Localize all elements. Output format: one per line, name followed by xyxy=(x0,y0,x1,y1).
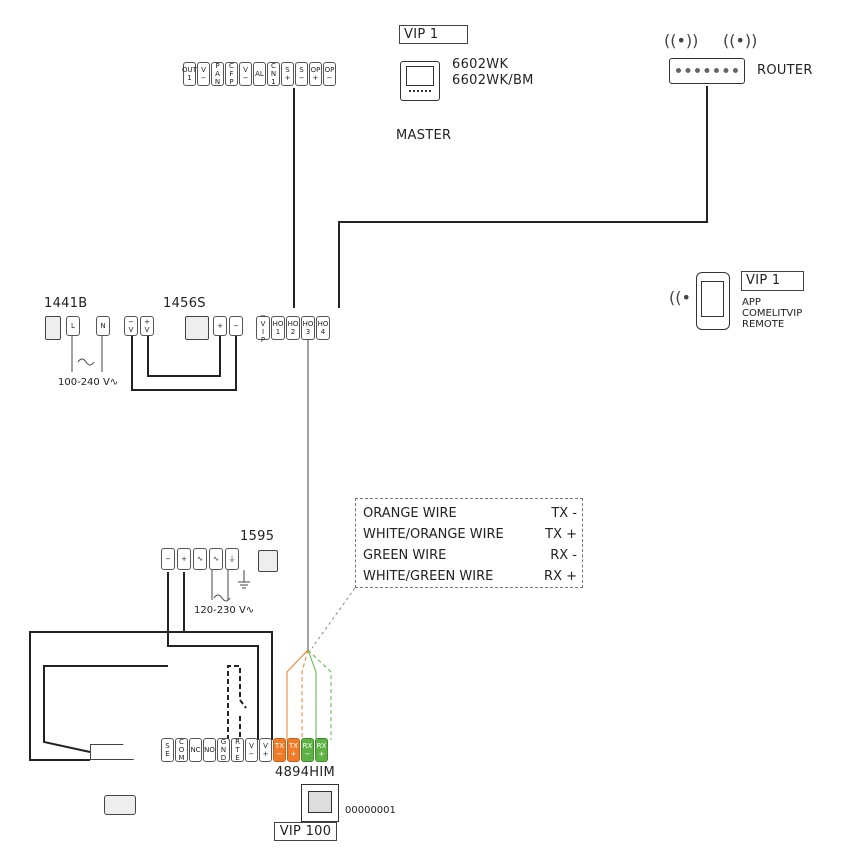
door-unit-label: 4894HIM xyxy=(275,765,336,780)
psu-1456s-icon xyxy=(185,316,209,340)
wire-lock-1 xyxy=(29,631,184,761)
door-badge: VIP 100 xyxy=(274,822,337,841)
master-model-1: 6602WK xyxy=(452,57,509,72)
terminal: C N 1 xyxy=(267,62,280,86)
terminal: HO 3 xyxy=(301,316,315,340)
terminal: RX − xyxy=(301,738,314,762)
terminal: V − xyxy=(245,738,258,762)
terminal: HO 2 xyxy=(286,316,300,340)
wire-orange xyxy=(286,649,309,740)
terminal: V − xyxy=(197,62,210,86)
terminal: R T E xyxy=(231,738,244,762)
smartphone-icon xyxy=(696,272,730,330)
wire-door-minus xyxy=(167,572,259,740)
terminal: RX + xyxy=(315,738,328,762)
monitor-icon xyxy=(400,61,440,101)
app-line-3: REMOTE xyxy=(742,319,785,330)
supply-main-label: 100-240 V∿ xyxy=(58,377,119,388)
terminal: ∿ xyxy=(209,548,223,570)
psu-1441b-label: 1441B xyxy=(44,296,88,311)
router-label: ROUTER xyxy=(757,63,813,78)
rte-button-wire xyxy=(227,665,247,740)
terminal: OP − xyxy=(323,62,336,86)
terminal: ⏚ xyxy=(225,548,239,570)
terminal: S + xyxy=(281,62,294,86)
router-icon xyxy=(669,58,745,84)
door-panel-icon xyxy=(301,784,339,822)
terminal: C O M xyxy=(175,738,188,762)
terminal: ∿ xyxy=(193,548,207,570)
wire-door-plus xyxy=(183,572,273,740)
terminal: TX + xyxy=(287,738,300,762)
ac-supply-main xyxy=(71,336,103,372)
terminal: NO xyxy=(203,738,216,762)
terminal: − xyxy=(161,548,175,570)
supply-1595-label: 120-230 V∿ xyxy=(194,605,255,616)
master-model-2: 6602WK/BM xyxy=(452,73,534,88)
terminal: N xyxy=(96,316,110,336)
terminal: S − xyxy=(295,62,308,86)
terminal: − xyxy=(229,316,243,336)
app-line-2: COMELITVIP xyxy=(742,308,803,319)
terminal: OUT 1 xyxy=(182,62,197,86)
terminal: − V xyxy=(124,316,138,336)
ac-supply-1595 xyxy=(211,570,231,602)
wire-router-hub xyxy=(338,86,708,308)
wifi-antenna-icon: ((•)) xyxy=(723,31,758,50)
wire-psu-loop-inner xyxy=(147,336,221,377)
app-badge: VIP 1 xyxy=(741,271,804,291)
terminal: C F P xyxy=(225,62,238,86)
terminal: HO 1 xyxy=(271,316,285,340)
wire-green xyxy=(307,649,317,740)
psu-1441b-icon xyxy=(45,316,61,340)
terminal: V + xyxy=(259,738,272,762)
legend-pointer xyxy=(311,587,356,649)
terminal: + V xyxy=(140,316,154,336)
psu-1595-label: 1595 xyxy=(240,529,275,544)
terminal: L xyxy=(66,316,80,336)
psu-1595-icon xyxy=(258,550,278,572)
wire-psu-loop-outer xyxy=(131,336,237,391)
terminal: TX − xyxy=(273,738,286,762)
app-line-1: APP xyxy=(742,297,761,308)
wifi-signal-icon: ((• xyxy=(669,288,691,307)
master-role-label: MASTER xyxy=(396,128,452,143)
terminal: G N D xyxy=(217,738,230,762)
terminal: P A N xyxy=(211,62,224,86)
door-code-label: 00000001 xyxy=(345,805,396,816)
terminal: HO 4 xyxy=(316,316,330,340)
psu-1456s-label: 1456S xyxy=(163,296,206,311)
lock-device-icon xyxy=(104,795,136,815)
terminal: AL xyxy=(253,62,266,86)
terminal: V − xyxy=(239,62,252,86)
terminal: OP + xyxy=(309,62,322,86)
terminal: NC xyxy=(189,738,202,762)
wire-white-green xyxy=(307,649,332,740)
wifi-antenna-icon: ((•)) xyxy=(664,31,699,50)
master-badge: VIP 1 xyxy=(399,25,468,44)
earth-symbol xyxy=(238,570,250,589)
terminal: − V I P xyxy=(256,312,270,344)
terminal: + xyxy=(177,548,191,570)
wire-white-orange xyxy=(301,649,309,740)
terminal: S E xyxy=(161,738,174,762)
terminal: + xyxy=(213,316,227,336)
wire-lock-2 xyxy=(43,665,168,753)
